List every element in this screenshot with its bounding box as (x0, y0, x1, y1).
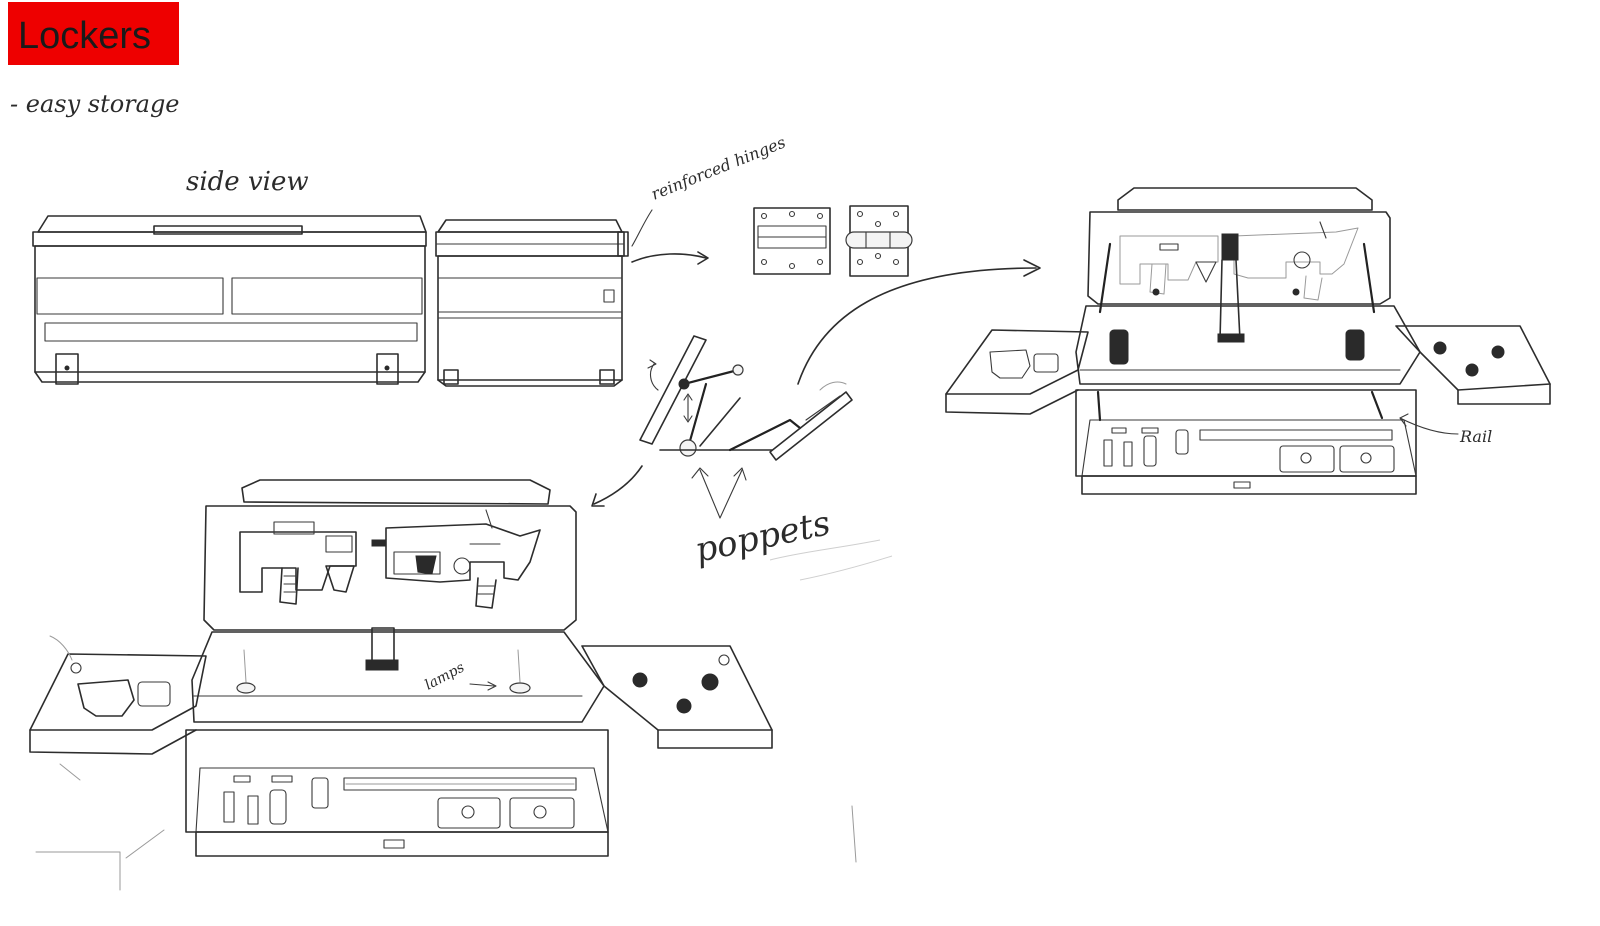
pistol-sketch (239, 521, 357, 605)
side-view-label: side view (186, 167, 309, 197)
rifle-sketch (371, 509, 541, 609)
open-locker-main (29, 479, 857, 891)
side-view-long-locker (32, 215, 427, 385)
reinforced-hinges-label: reinforced hinges (648, 132, 788, 203)
title-badge: Lockers (8, 2, 179, 65)
poppet-mechanism-sketch (639, 335, 853, 519)
rifle-ghost (1233, 221, 1359, 301)
arrow-to-hinges (631, 253, 707, 263)
hinge-detail-flat (753, 207, 831, 275)
title-text: Lockers (18, 15, 151, 57)
side-view-short-locker (435, 219, 629, 387)
open-locker-alt (945, 187, 1551, 495)
title-background (8, 2, 179, 65)
hinge-callout-line (631, 209, 653, 247)
lamps-label: lamps (422, 660, 467, 694)
faint-scribble (769, 539, 881, 561)
subtitle-note: - easy storage (10, 90, 180, 118)
hinge-detail-barrel (845, 205, 913, 277)
poppets-label: poppets (692, 503, 834, 571)
pistol-ghost (1119, 235, 1219, 295)
arrow-to-left-locker (593, 465, 643, 505)
arrow-to-right-locker (797, 267, 1037, 385)
rail-label: Rail (1459, 427, 1492, 446)
